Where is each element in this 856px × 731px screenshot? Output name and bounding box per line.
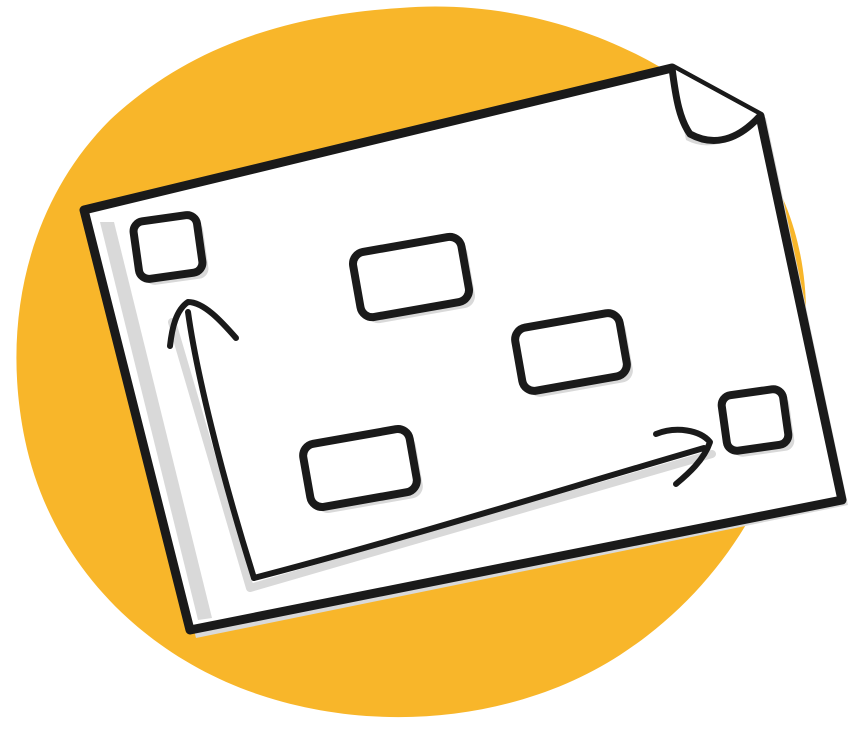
paper-sheet-icon: [79, 63, 848, 638]
rectangle-placeholder-icon-3: [299, 425, 423, 513]
square-marker-icon-2: [717, 385, 795, 457]
paper-body: [79, 63, 847, 635]
square-marker-icon: [129, 211, 209, 285]
rectangle-placeholder-icon-2: [511, 309, 633, 397]
up-arrow-icon: [167, 299, 257, 581]
axis-shadow: [168, 318, 716, 592]
right-arrow-icon: [251, 426, 713, 581]
rectangle-placeholder-icon: [349, 232, 475, 324]
paper-edge-shadow: [100, 222, 212, 620]
folded-corner-icon: [668, 64, 764, 146]
